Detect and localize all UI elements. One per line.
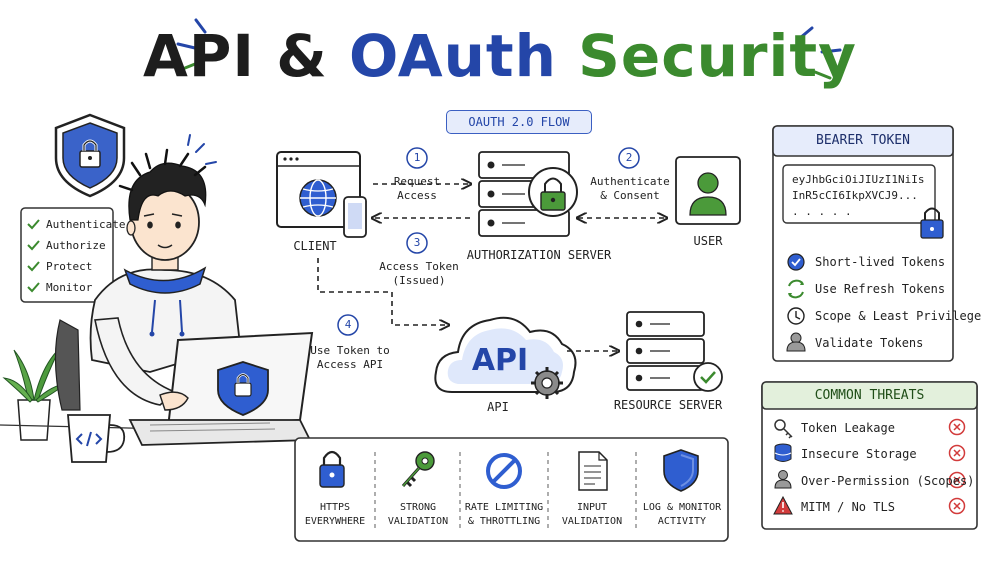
step-3-text: Access Token(Issued) — [379, 260, 459, 287]
threat-item-label: MITM / No TLS — [801, 500, 895, 514]
api-cloud-label: API — [471, 343, 529, 378]
client-browser-icon — [276, 151, 361, 228]
title-part-api: API & — [143, 22, 328, 90]
checklist-item: Monitor — [46, 281, 93, 294]
practice-rate-limit-label: RATE LIMITING& THROTTLING — [464, 502, 544, 527]
title-sparkles — [176, 18, 842, 80]
shield-lock-icon — [54, 113, 126, 198]
step-number: 3 — [413, 236, 421, 249]
page-title: API & OAuth Security — [0, 22, 1000, 90]
practices-bar-frame — [294, 437, 729, 542]
flow-label: OAUTH 2.0 FLOW — [446, 110, 592, 134]
bearer-item-label: Validate Tokens — [815, 336, 924, 350]
hand — [159, 391, 189, 411]
step-number: 2 — [625, 151, 633, 164]
client-phone-icon — [343, 196, 367, 238]
plant-icon — [2, 347, 68, 441]
step-number: 1 — [413, 151, 421, 164]
title-part-security: Security — [578, 22, 857, 90]
code-mug-icon — [67, 414, 126, 463]
threat-item-label: Over-Permission (Scopes) — [801, 474, 975, 488]
bearer-item-label: Use Refresh Tokens — [815, 282, 946, 296]
api-label: API — [487, 400, 509, 414]
step-2-text: Authenticate& Consent — [590, 175, 670, 202]
laptop-icon — [128, 331, 314, 446]
threat-item-label: Insecure Storage — [801, 447, 917, 461]
bearer-token-panel-frame — [772, 125, 954, 362]
checklist-item: Protect — [46, 260, 93, 273]
user-label: USER — [693, 234, 723, 248]
user-icon — [675, 156, 741, 225]
threats-title: COMMON THREATS — [814, 388, 925, 403]
common-threats-panel-frame — [761, 381, 978, 530]
checklist-item: Authorize — [46, 239, 106, 252]
api-cloud-icon — [434, 316, 577, 399]
resource-server-label: RESOURCE SERVER — [613, 398, 723, 412]
bearer-item-label: Short-lived Tokens — [815, 255, 946, 269]
step-number: 4 — [344, 318, 352, 331]
title-part-oauth: OAuth — [348, 22, 557, 90]
auth-server-icon — [478, 151, 578, 237]
threat-item-label: Token Leakage — [801, 421, 895, 435]
client-label: CLIENT — [293, 239, 337, 253]
bearer-token-title: BEARER TOKEN — [816, 133, 910, 148]
checklist-item: Authenticate — [46, 218, 126, 231]
step-badges — [337, 147, 640, 336]
resource-server-icon — [626, 311, 723, 392]
checklist-card — [20, 207, 114, 303]
flow-arrows — [317, 184, 666, 351]
bearer-item-label: Scope & Least Privilege — [815, 309, 982, 323]
auth-server-label: AUTHORIZATION SERVER — [466, 248, 612, 262]
token-sample: eyJhbGciOiJIUzI1NiIs InR5cCI6IkpXVCJ9...… — [792, 173, 925, 218]
